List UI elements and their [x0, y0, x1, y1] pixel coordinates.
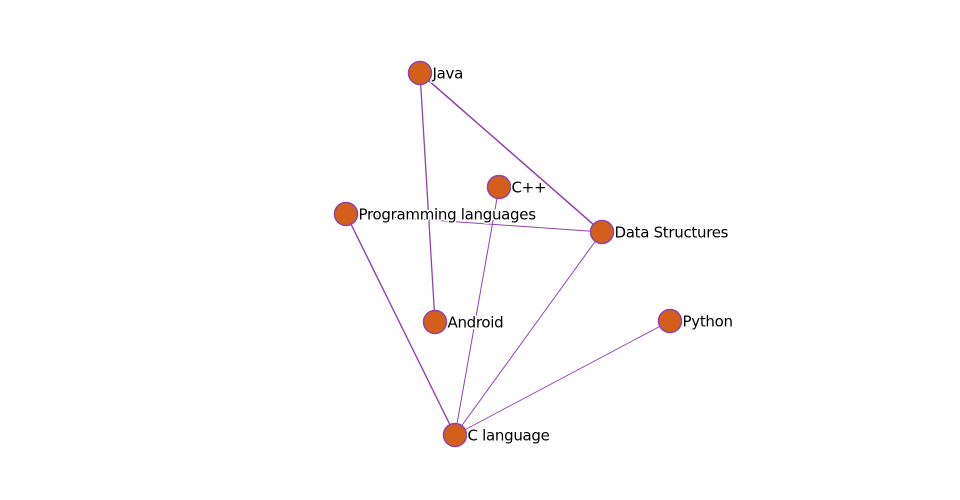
node-label-clang: C language: [468, 427, 550, 445]
node-ds[interactable]: Data Structures: [589, 219, 730, 245]
node-label-android: Android: [448, 314, 504, 332]
edge-ds-clang: [454, 231, 603, 436]
node-java[interactable]: Java: [407, 60, 465, 86]
node-label-cpp: C++: [512, 179, 547, 197]
node-circle-android[interactable]: [422, 309, 448, 335]
node-android[interactable]: Android: [422, 309, 505, 335]
node-clang[interactable]: C language: [442, 422, 551, 448]
edge-python-clang: [454, 320, 671, 436]
node-circle-cpp[interactable]: [486, 174, 512, 200]
node-label-ds: Data Structures: [615, 224, 729, 242]
node-circle-python[interactable]: [657, 308, 683, 334]
edge-java-android: [419, 72, 436, 323]
edges-layer: [345, 72, 671, 436]
node-cpp[interactable]: C++: [486, 174, 548, 200]
node-circle-proglang[interactable]: [333, 201, 359, 227]
node-circle-ds[interactable]: [589, 219, 615, 245]
edge-cpp-clang: [454, 186, 500, 436]
edge-proglang-clang: [345, 213, 456, 436]
node-circle-clang[interactable]: [442, 422, 468, 448]
node-label-java: Java: [432, 65, 464, 83]
node-label-python: Python: [683, 313, 733, 331]
node-proglang[interactable]: Programming languages: [333, 201, 538, 227]
edge-proglang-ds: [345, 213, 603, 233]
node-python[interactable]: Python: [657, 308, 735, 334]
edge-java-ds: [419, 72, 603, 233]
node-circle-java[interactable]: [407, 60, 433, 86]
node-label-proglang: Programming languages: [359, 206, 537, 224]
